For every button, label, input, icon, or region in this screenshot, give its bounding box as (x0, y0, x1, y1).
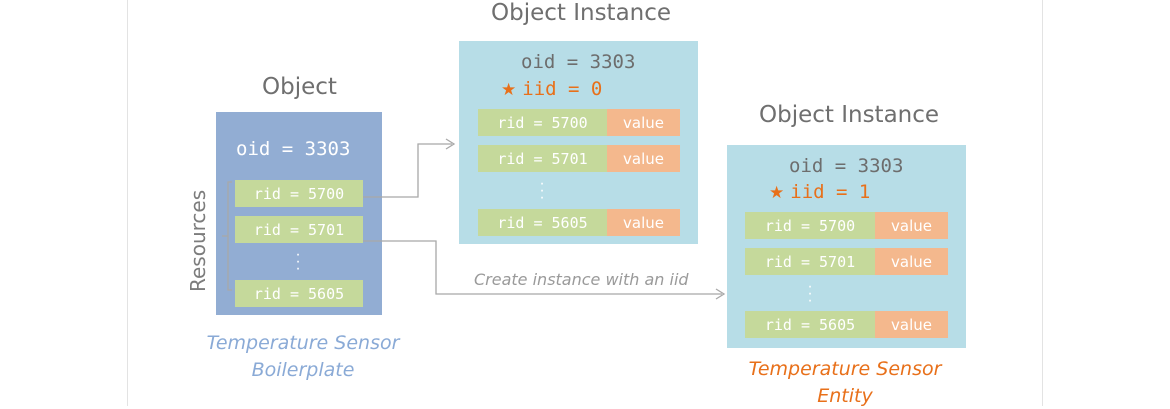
instance-1-title: Object Instance (759, 102, 940, 128)
instance-0-ellipsis: ··· (539, 175, 545, 206)
instance-0-oid: oid = 3303 (521, 51, 636, 73)
object-title: Object (262, 74, 337, 100)
instance-0-rid-5700: rid = 5700 (478, 109, 607, 136)
instance-0-iid-text: iid = 0 (522, 78, 603, 100)
arrow-to-instance-0 (363, 143, 452, 198)
instance-0-title: Object Instance (491, 0, 672, 26)
arrow-head-instance-0 (445, 138, 456, 150)
instance-0-iid: ★iid = 0 (501, 78, 602, 100)
create-instance-label: Create instance with an iid (474, 270, 689, 289)
star-icon: ★ (501, 80, 517, 100)
object-rid-5605: rid = 5605 (235, 280, 363, 307)
resources-bracket (227, 181, 232, 291)
object-oid: oid = 3303 (236, 138, 351, 160)
instance-1-ellipsis: ··· (807, 278, 813, 309)
instance-1-rid-5605: rid = 5605 (745, 311, 875, 338)
instance-1-oid: oid = 3303 (789, 155, 904, 177)
entity-caption-line2: Entity (817, 385, 873, 407)
instance-1-value-5605: value (875, 311, 948, 338)
instance-1-rid-5700: rid = 5700 (745, 212, 875, 239)
boilerplate-caption-line2: Boilerplate (251, 359, 355, 381)
instance-0-value-5700: value (607, 109, 680, 136)
instance-1-iid-text: iid = 1 (790, 181, 871, 203)
instance-0-value-5605: value (607, 209, 680, 236)
instance-0-value-5701: value (607, 145, 680, 172)
instance-0-rid-5605: rid = 5605 (478, 209, 607, 236)
object-rid-5700: rid = 5700 (235, 180, 363, 207)
instance-1-rid-5701: rid = 5701 (745, 248, 875, 275)
boilerplate-caption-line1: Temperature Sensor (206, 332, 400, 354)
frame-line-left (127, 0, 128, 406)
instance-0-rid-5701: rid = 5701 (478, 145, 607, 172)
instance-1-iid: ★iid = 1 (769, 181, 870, 203)
frame-line-right (1042, 0, 1043, 406)
instance-1-value-5701: value (875, 248, 948, 275)
arrow-to-instance-1 (363, 240, 722, 295)
star-icon: ★ (769, 183, 785, 203)
object-ellipsis: ··· (295, 246, 301, 277)
object-rid-5701: rid = 5701 (235, 216, 363, 243)
arrow-head-instance-1 (715, 288, 726, 300)
entity-caption-line1: Temperature Sensor (748, 358, 942, 380)
instance-1-value-5700: value (875, 212, 948, 239)
